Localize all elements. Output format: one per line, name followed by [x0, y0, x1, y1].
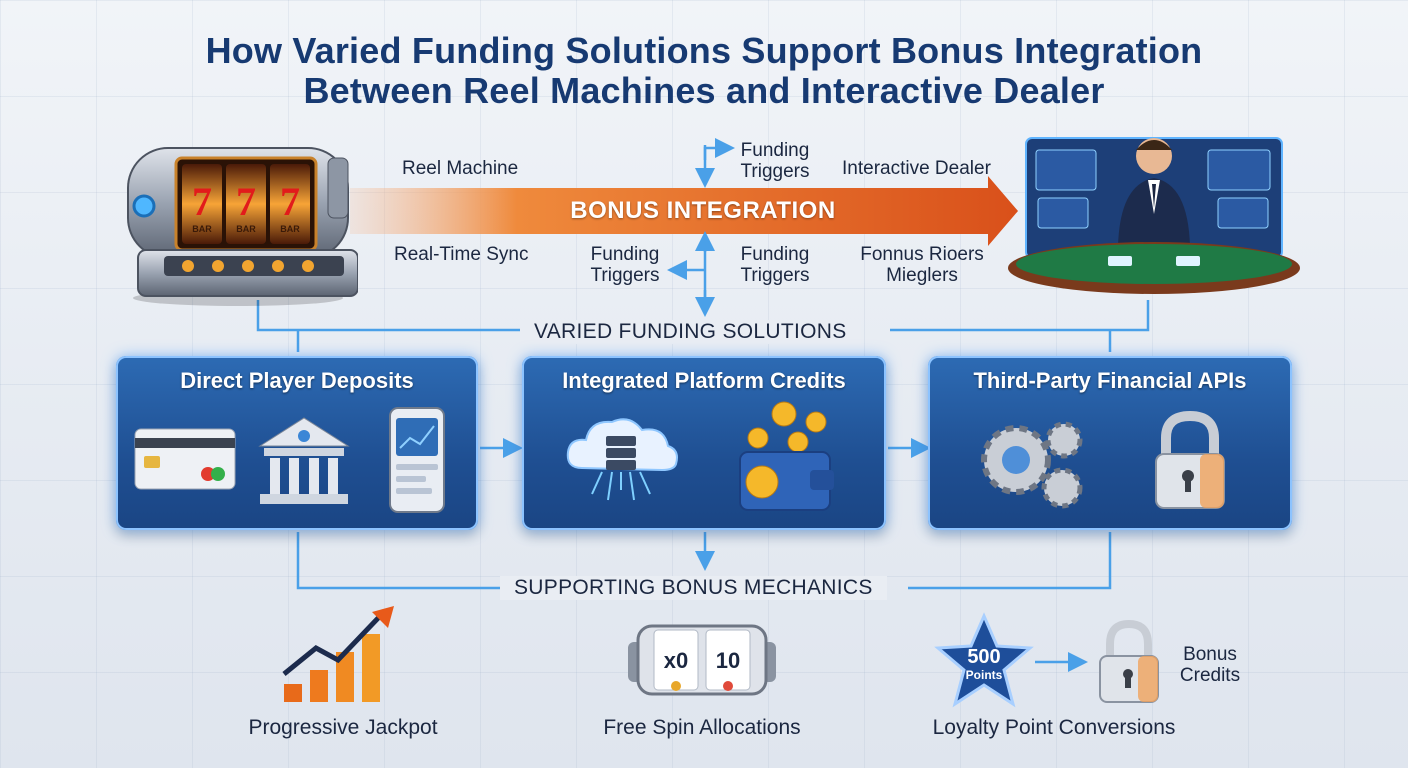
- mechanic-label-free-spin: Free Spin Allocations: [603, 716, 801, 739]
- interactive-dealer-label: Interactive Dealer: [842, 158, 991, 179]
- reel-2-badge: BAR: [236, 224, 256, 234]
- mechanics-section-label: SUPPORTING BONUS MECHANICS: [500, 576, 887, 600]
- star-value: 500: [967, 646, 1001, 668]
- realtime-sync-label: Real-Time Sync: [394, 244, 529, 265]
- bonus-credits-label: Bonus Credits: [1179, 644, 1241, 686]
- funding-triggers-top: Funding Triggers: [740, 140, 810, 182]
- page-title-line1: How Varied Funding Solutions Support Bon…: [205, 30, 1203, 71]
- panel-direct-player-deposits: Direct Player Deposits: [116, 356, 478, 530]
- interactive-dealer-illustration: [1008, 128, 1300, 308]
- fonnus-label: Fonnus Rioers Mieglers: [860, 244, 984, 286]
- bonus-padlock-icon: [1099, 620, 1159, 703]
- star-unit: Points: [965, 668, 1003, 682]
- panel-title-financial-apis: Third-Party Financial APIs: [973, 368, 1247, 393]
- reel-1-badge: BAR: [192, 224, 212, 234]
- panel-integrated-platform-credits: Integrated Platform Credits: [522, 356, 886, 530]
- mobile-phone-icon: [389, 407, 445, 513]
- coin-wallet-icon: [739, 401, 834, 511]
- panel-third-party-financial-apis: Third-Party Financial APIs: [928, 356, 1292, 530]
- slot-machine-icon: [127, 147, 359, 306]
- reel-2: 7: [236, 179, 256, 224]
- funding-triggers-left: Funding Triggers: [590, 244, 660, 286]
- free-spin-reel-left: x0: [663, 648, 689, 673]
- panel-title-platform-credits: Integrated Platform Credits: [562, 368, 846, 393]
- star-badge-icon: [934, 612, 1034, 708]
- reel-3: 7: [280, 179, 300, 224]
- reel-machine-illustration: 7 7 7 BAR BAR BAR: [118, 138, 359, 308]
- reel-3-badge: BAR: [280, 224, 300, 234]
- rising-bar-chart-icon: [282, 606, 394, 702]
- cloud-server-icon: [566, 418, 678, 501]
- gears-icon: [981, 421, 1083, 509]
- reel-machine-label: Reel Machine: [402, 158, 519, 179]
- reel-1: 7: [192, 179, 212, 224]
- slot-reel-icon: [628, 624, 776, 696]
- dealer-table-icon: [1008, 137, 1300, 294]
- panel-title-direct-deposits: Direct Player Deposits: [180, 368, 414, 393]
- credit-card-icon: [134, 428, 236, 490]
- funding-section-label: VARIED FUNDING SOLUTIONS: [520, 320, 861, 344]
- bonus-integration-arrow: [350, 176, 1018, 246]
- mechanic-label-jackpot: Progressive Jackpot: [248, 716, 438, 739]
- free-spin-reel-right: 10: [715, 648, 741, 673]
- funding-triggers-right: Funding Triggers: [740, 244, 810, 286]
- bonus-integration-banner: BONUS INTEGRATION: [570, 197, 836, 224]
- mechanic-label-loyalty: Loyalty Point Conversions: [932, 716, 1176, 739]
- page-title-line2: Between Reel Machines and Interactive De…: [303, 70, 1105, 111]
- padlock-icon: [1155, 410, 1225, 509]
- bank-icon: [258, 417, 350, 504]
